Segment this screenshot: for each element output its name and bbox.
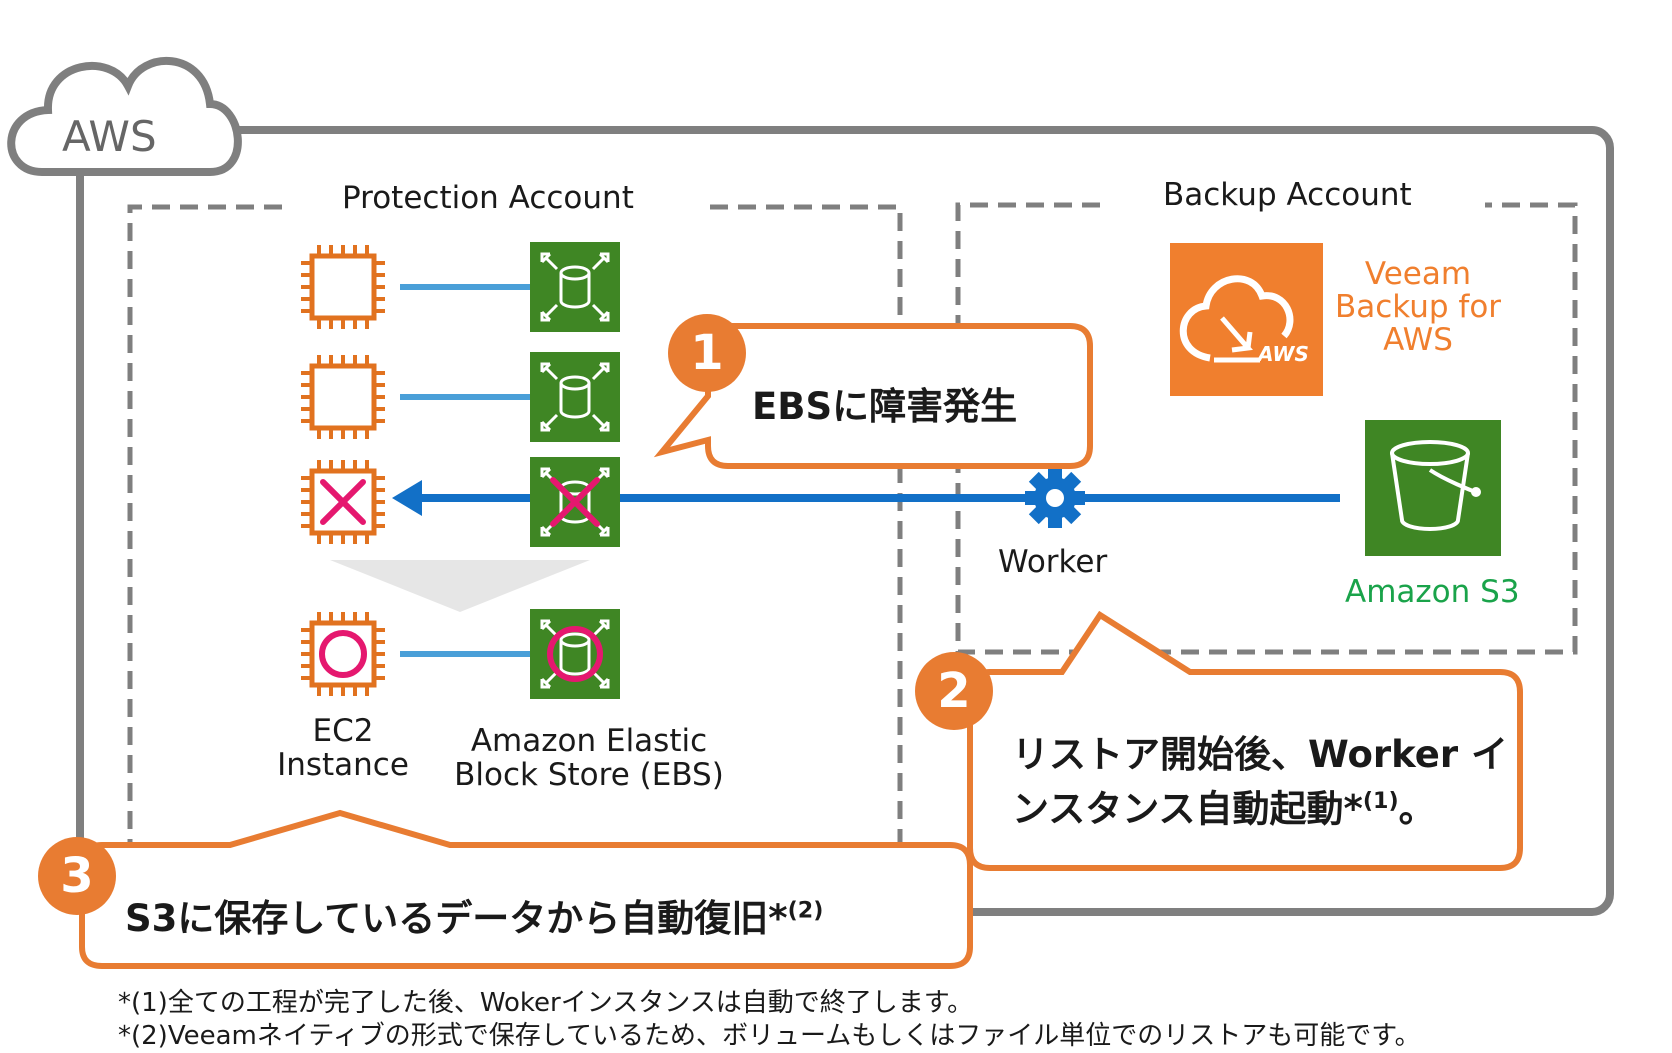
ebs-volume-restored-icon bbox=[528, 607, 622, 701]
transition-arrow bbox=[330, 560, 590, 612]
ebs-volume-icon-1 bbox=[528, 240, 622, 334]
protection-account-title: Protection Account bbox=[342, 180, 634, 216]
ebs-label-line1: Amazon Elastic bbox=[470, 723, 708, 759]
callout-2-line1: リストア開始後、Worker イ bbox=[1012, 733, 1508, 776]
footnote-2: *(2)Veeamネイティブの形式で保存しているため、ボリュームもしくはファイル… bbox=[118, 1021, 1421, 1051]
callout-3-text: S3に保存しているデータから自動復旧*(2) bbox=[125, 888, 823, 942]
callout-2-line2-tail: 。 bbox=[1398, 787, 1436, 831]
ebs-label-line2: Block Store (EBS) bbox=[454, 757, 724, 793]
callout-2-number: 2 bbox=[915, 652, 993, 730]
failure-cross-icon-ec2 bbox=[320, 479, 366, 525]
veeam-line3: AWS bbox=[1383, 322, 1453, 358]
callout-2-number-text: 2 bbox=[937, 663, 971, 719]
callout-3-number: 3 bbox=[38, 837, 116, 915]
veeam-logo-aws-text: AWS bbox=[1258, 342, 1309, 366]
ec2-label: EC2 Instance bbox=[268, 714, 418, 782]
callout-3-main: S3に保存しているデータから自動復旧* bbox=[125, 897, 788, 940]
protection-account-box bbox=[127, 204, 903, 845]
veeam-line1: Veeam bbox=[1364, 256, 1472, 292]
veeam-product-name: Veeam Backup for AWS bbox=[1328, 258, 1508, 357]
callout-3-footnote-ref: (2) bbox=[787, 897, 824, 924]
backup-account-title: Backup Account bbox=[1163, 177, 1412, 213]
ec2-instance-restored-icon bbox=[301, 612, 385, 696]
ebs-label: Amazon Elastic Block Store (EBS) bbox=[444, 724, 734, 792]
aws-cloud-icon bbox=[7, 56, 242, 176]
amazon-s3-icon bbox=[1365, 420, 1501, 556]
ec2-label-line1: EC2 bbox=[312, 713, 374, 749]
failure-cross-icon-ebs bbox=[550, 477, 600, 527]
ec2-instance-icon-1 bbox=[301, 245, 385, 329]
worker-label: Worker bbox=[998, 544, 1108, 580]
footnote-1: *(1)全ての工程が完了した後、Wokerインスタンスは自動で終了します。 bbox=[118, 988, 974, 1018]
backup-account-box bbox=[955, 202, 1578, 655]
restored-circle-icon-ebs bbox=[547, 626, 603, 682]
callout-1-number: 1 bbox=[668, 314, 746, 392]
callout-2-line2-main: ンスタンス自動起動* bbox=[1012, 787, 1363, 831]
ec2-instance-icon-2 bbox=[301, 355, 385, 439]
aws-cloud-label: AWS bbox=[62, 112, 157, 161]
callout-2-footnote-ref: (1) bbox=[1362, 788, 1399, 814]
restored-circle-icon-ec2 bbox=[319, 630, 367, 678]
callout-2-text: リストア開始後、Worker イ ンスタンス自動起動*(1)。 bbox=[1012, 732, 1508, 832]
restore-flow-arrowhead bbox=[392, 480, 422, 516]
veeam-line2: Backup for bbox=[1334, 289, 1502, 325]
callout-2-line2: ンスタンス自動起動*(1)。 bbox=[1012, 778, 1508, 832]
ebs-volume-icon-2 bbox=[528, 350, 622, 444]
s3-label: Amazon S3 bbox=[1345, 574, 1520, 610]
worker-gear-icon bbox=[1025, 468, 1085, 528]
ec2-label-line2: Instance bbox=[277, 747, 409, 783]
callout-1-number-text: 1 bbox=[690, 325, 724, 381]
callout-1-text: EBSに障害発生 bbox=[752, 385, 1018, 428]
veeam-backup-logo bbox=[1170, 243, 1323, 396]
callout-3-number-text: 3 bbox=[60, 848, 94, 904]
